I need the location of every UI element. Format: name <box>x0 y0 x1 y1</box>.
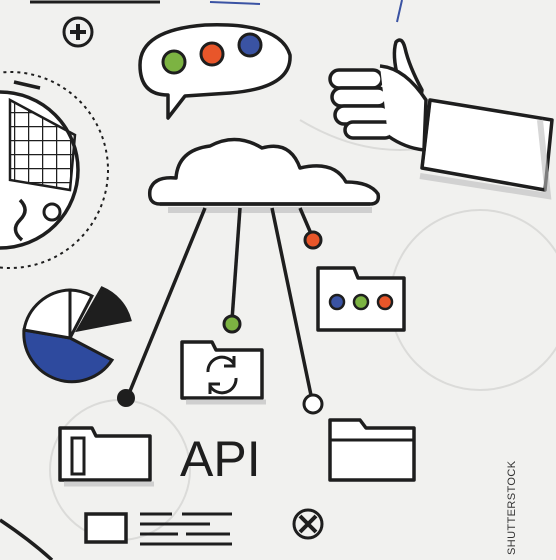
globe-grid-icon <box>0 71 109 269</box>
folder-icon <box>58 426 154 487</box>
top-blue-tick <box>396 0 403 23</box>
connector-dot-orange <box>303 230 323 250</box>
chat-bubble-icon <box>138 23 292 120</box>
top-blue-stroke <box>209 1 261 5</box>
plus-circle-icon <box>292 508 324 540</box>
credit-text: SHUTTERSTOCK <box>506 460 518 555</box>
plus-circle-icon <box>62 16 94 48</box>
cloud-icon <box>147 137 381 213</box>
connector-dot-green <box>222 314 242 334</box>
document-text-icon <box>84 512 232 546</box>
empty-folder-icon <box>328 418 416 482</box>
connector-dot-black <box>117 389 135 407</box>
folder-sync-icon <box>180 340 266 405</box>
app-window-icon <box>316 266 406 332</box>
thumbs-up-icon <box>328 38 554 200</box>
corner-stroke <box>0 518 54 560</box>
pie-chart-icon <box>22 286 132 384</box>
connector-dot-white <box>302 393 324 415</box>
api-label: API <box>180 431 261 487</box>
